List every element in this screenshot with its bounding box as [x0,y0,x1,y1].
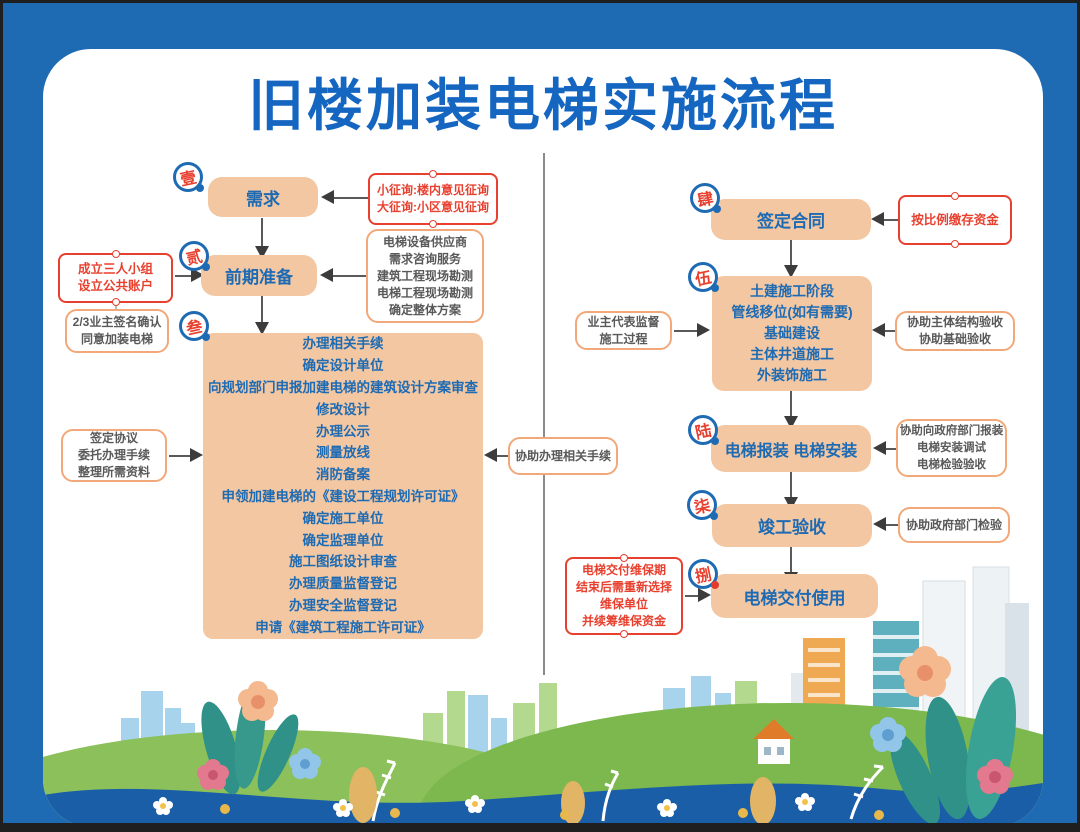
flow-line [878,219,898,221]
page-title: 旧楼加装电梯实施流程 [248,74,838,137]
flow-line [674,330,700,332]
connector-line [115,303,117,311]
badge-dot [711,437,719,445]
flow-arrow [871,212,884,226]
river [43,783,1043,827]
badge-dot [202,263,210,271]
house [753,719,794,764]
completion-acceptance-box: 竣工验收 [712,504,872,547]
owner-confirm-note: 2/3业主签名确认 同意加装电梯 [65,309,169,353]
flow-line [333,197,368,199]
step-badge-3: 叁 [179,311,210,341]
badge-dot [711,581,719,589]
step-badge-1: 壹 [173,162,204,192]
flow-arrow [484,448,497,462]
step-badge-4: 肆 [690,183,721,213]
flow-line [879,330,895,332]
badge-dot [711,284,719,292]
acceptance-note: 协助主体结构验收 协助基础验收 [895,311,1015,351]
contract-box: 签定合同 [711,199,871,240]
flow-arrow [320,268,333,282]
daisies [153,793,815,817]
step-badge-6: 陆 [688,415,719,445]
construction-box: 土建施工阶段 管线移位(如有需要) 基础建设 主体井道施工 外装饰施工 [712,276,872,391]
frame-bottom-edge [3,823,1077,829]
demand-box: 需求 [208,177,318,217]
flow-line [880,448,896,450]
consultation-callout: 小征询:楼内意见征询 大征询:小区意见征询 [368,173,498,225]
procedures-box: 办理相关手续 确定设计单位 向规划部门申报加建电梯的建筑设计方案审查 修改设计 … [203,333,483,639]
flow-line [790,547,792,574]
step-badge-7: 柒 [687,490,718,520]
flow-arrow [784,265,798,278]
city-illustration [43,566,1043,827]
supervision-note: 业主代表监督 施工过程 [575,311,672,350]
flow-arrow [873,441,886,455]
flow-arrow [697,323,710,337]
flow-line [790,472,792,499]
flow-line [790,240,792,267]
install-assist-note: 协助向政府部门报装 电梯安装调试 电梯检验验收 [896,419,1007,477]
flow-line [880,524,898,526]
flow-line [327,275,366,277]
badge-dot [202,333,210,341]
flow-arrow [190,448,203,462]
flow-arrow [698,588,711,602]
flow-line [261,218,263,248]
white-sprigs [371,759,885,822]
center-divider [543,153,545,675]
team-setup-callout: 成立三人小组 设立公共账户 [58,253,173,303]
flow-arrow [873,517,886,531]
deposit-callout: 按比例缴存资金 [898,195,1012,245]
entrust-note: 签定协议 委托办理手续 整理所需资料 [61,429,167,482]
badge-dot [713,205,721,213]
step-badge-8: 捌 [688,559,719,589]
flow-arrow [872,323,885,337]
flow-line [175,275,195,277]
yellow-dots [220,804,884,820]
delivery-box: 电梯交付使用 [711,574,878,618]
badge-dot [196,184,204,192]
flow-line [790,391,792,418]
preparation-box: 前期准备 [201,255,317,296]
maintenance-callout: 电梯交付维保期 结束后需重新选择 维保单位 并续筹维保资金 [565,557,683,635]
flow-arrow [255,322,269,335]
flow-line [492,455,508,457]
inspection-note: 协助政府部门检验 [898,507,1010,543]
flow-line [169,455,193,457]
supplier-note: 电梯设备供应商 需求咨询服务 建筑工程现场勘测 电梯工程现场勘测 确定整体方案 [366,229,484,323]
elevator-install-box: 电梯报装 电梯安装 [711,425,871,472]
right-flowers [870,646,1017,825]
left-flowers [197,681,321,795]
step-badge-5: 伍 [688,262,719,292]
flow-line [261,296,263,324]
assist-note: 协助办理相关手续 [508,437,618,475]
flow-arrow [321,190,334,204]
flow-arrow [191,268,204,282]
badge-dot [710,512,718,520]
step-badge-2: 贰 [179,241,210,271]
flow-line [685,595,701,597]
